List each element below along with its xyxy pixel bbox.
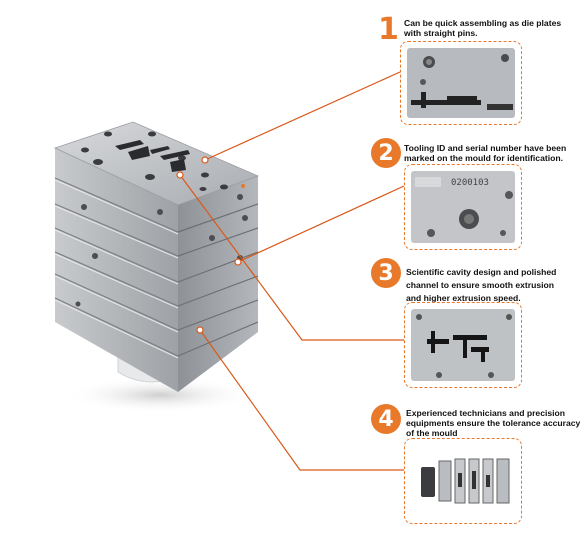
profile-cavity [115,140,190,172]
floor-shadow [65,377,255,413]
die-plate-detail-image [407,48,515,118]
serial-marking-image: 0200103 [411,171,515,243]
pin-mark [241,184,245,188]
feature-4-number: 4 [371,404,401,434]
feature-1-text: Can be quick assembling as die plates wi… [404,18,562,38]
feature-3-number: 3 [371,258,401,288]
feature-4-text: Experienced technicians and precision eq… [406,408,581,438]
top-holes [81,131,228,191]
leader-line-2 [237,185,405,263]
leader-line-1 [204,71,401,161]
plate-lines-left [54,177,179,357]
feature-3-photo [404,302,522,388]
serial-number-text: 0200103 [451,178,489,188]
feature-1-photo [400,41,522,125]
feature-3-text: Scientific cavity design and polished ch… [406,267,557,303]
leader-dot-4 [196,326,204,334]
feature-1-number: 1 [378,12,399,47]
leader-dot-2 [234,258,242,266]
feature-4-photo [404,438,522,524]
cavity-design-image [411,309,515,381]
mould-top-face [53,121,260,206]
feature-2-photo: 0200103 [404,164,522,250]
leader-line-3 [179,174,404,341]
leader-dot-3 [176,171,184,179]
leader-dot-1 [201,156,209,164]
feature-2-text: Tooling ID and serial number have been m… [404,143,567,163]
leader-lines [179,71,405,471]
precision-parts-image [411,445,515,517]
feature-2-number: 2 [371,138,401,168]
plate-lines-right [177,203,259,357]
leader-line-4 [199,329,404,471]
mould-right-face [178,176,258,392]
